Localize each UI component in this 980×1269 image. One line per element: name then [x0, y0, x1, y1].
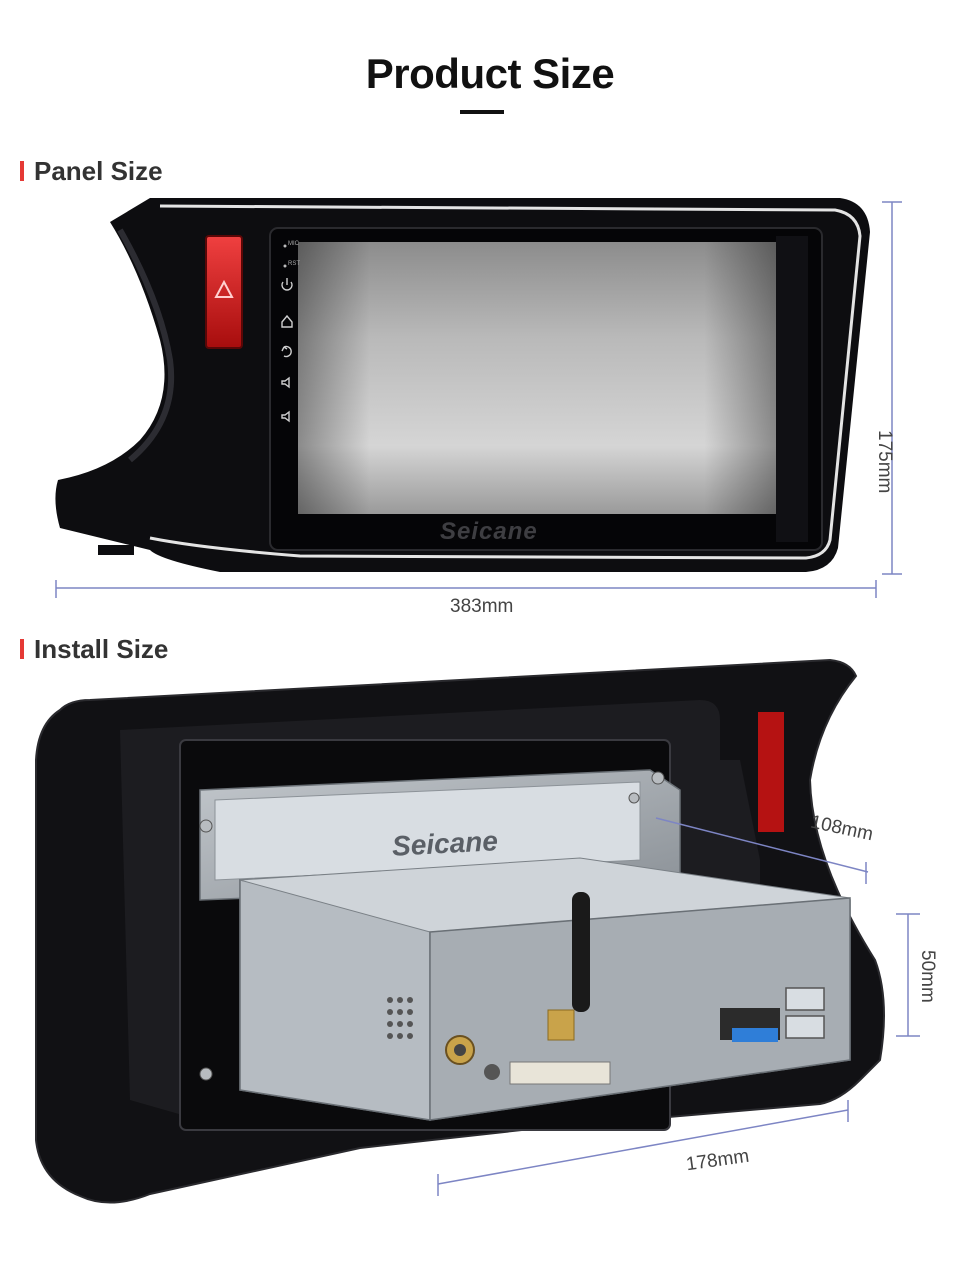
mic-hole — [283, 244, 287, 248]
hazard-triangle-icon — [214, 279, 234, 298]
antenna — [572, 892, 590, 1012]
install-brand-logo: Seicane — [391, 825, 499, 862]
screws — [199, 771, 665, 1081]
hazard-strip — [758, 712, 784, 832]
back-icon — [281, 345, 292, 358]
install-height-dimension: 50mm — [917, 950, 938, 1003]
section-label-panel-size: Panel Size — [20, 156, 163, 187]
antenna-connector — [547, 1009, 575, 1041]
panel-width-dimension: 383mm — [450, 596, 514, 617]
install-dimension-lines — [437, 817, 920, 1196]
usb-port-1 — [785, 987, 825, 1011]
harness-connector — [509, 1061, 611, 1085]
reset-hole — [283, 264, 287, 268]
title-underline — [460, 110, 504, 114]
hazard-button — [205, 235, 243, 349]
volume-up-icon — [281, 376, 290, 389]
mic-label: MIC — [288, 241, 299, 247]
vent-holes — [387, 997, 413, 1039]
volume-down-icon — [281, 410, 290, 423]
rst-label: RST — [288, 261, 300, 267]
power-icon — [281, 278, 293, 291]
panel-dimension-lines — [55, 201, 902, 598]
round-port — [484, 1064, 500, 1080]
home-icon — [281, 314, 293, 328]
page-title: Product Size — [365, 50, 615, 97]
panel-trim — [149, 204, 862, 560]
blue-connector — [732, 1028, 778, 1042]
usb-port-2 — [785, 1015, 825, 1039]
panel-brand-logo: Seicane — [440, 518, 538, 545]
section-label-install-size: Install Size — [20, 634, 168, 665]
